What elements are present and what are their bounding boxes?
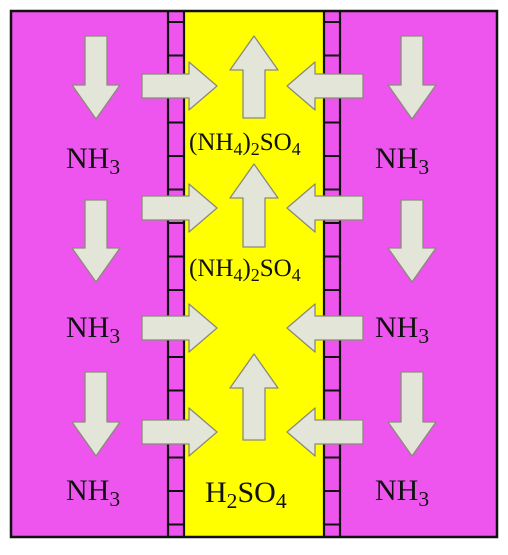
inward-arrow-left-1 — [141, 61, 218, 111]
inward-arrow-right-1 — [286, 61, 364, 111]
right-membrane — [322, 11, 342, 537]
down-arrow-right-3 — [387, 371, 437, 457]
ammonia-label-right-2: NH3 — [375, 311, 430, 349]
ammonia-label-left-3: NH3 — [66, 474, 121, 512]
ammonia-label-right-3: NH3 — [375, 474, 430, 512]
flow-arrows — [71, 35, 437, 457]
inward-arrow-right-4 — [286, 407, 364, 457]
down-arrow-left-1 — [71, 35, 121, 120]
ammonia-label-left-2: NH3 — [66, 311, 121, 349]
inward-arrow-right-2 — [286, 183, 364, 233]
left-membrane — [166, 11, 186, 537]
inward-arrow-right-3 — [286, 303, 364, 353]
inward-arrow-left-4 — [141, 407, 218, 457]
up-arrow-center-2 — [229, 163, 279, 248]
outer-frame — [9, 9, 499, 539]
ammonia-label-right-1: NH3 — [375, 142, 430, 180]
down-arrow-left-3 — [71, 371, 121, 457]
up-arrow-center-1 — [229, 35, 279, 119]
ammonium-sulfate-label-1: (NH4)2SO4 — [189, 129, 301, 160]
ammonium-sulfate-label-2: (NH4)2SO4 — [189, 255, 301, 286]
inward-arrow-left-2 — [141, 183, 218, 233]
down-arrow-right-1 — [387, 35, 437, 120]
sulfuric-acid-label: H2SO4 — [205, 476, 287, 514]
up-arrow-center-3 — [229, 353, 279, 441]
down-arrow-right-2 — [387, 199, 437, 283]
ammonia-label-left-1: NH3 — [66, 142, 121, 180]
inward-arrow-left-3 — [141, 303, 218, 353]
left-membrane-band — [168, 11, 184, 537]
down-arrow-left-2 — [71, 199, 121, 283]
right-membrane-band — [324, 11, 340, 537]
